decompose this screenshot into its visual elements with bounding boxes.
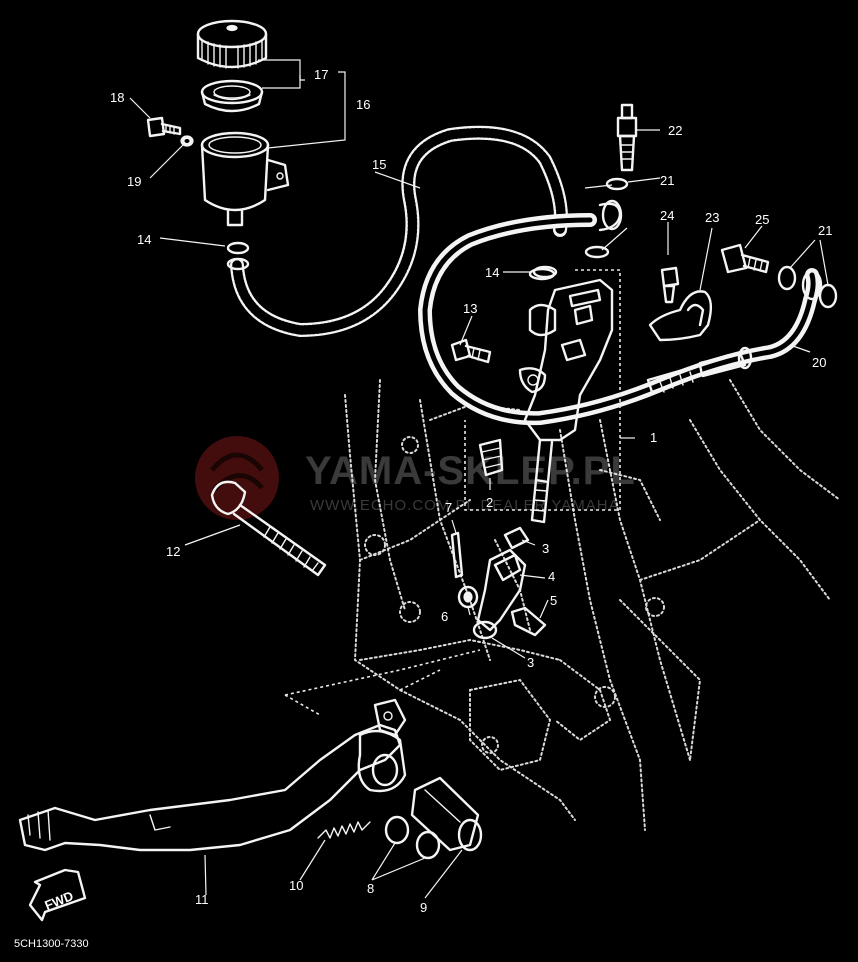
figure-code: 5CH1300-7330 — [14, 938, 89, 950]
callout-9: 9 — [420, 900, 427, 915]
callout-12: 12 — [166, 544, 180, 559]
callout-17: 17 — [314, 67, 328, 82]
reservoir-assembly — [146, 19, 290, 227]
callout-5: 5 — [550, 593, 557, 608]
callout-1: 1 — [650, 430, 657, 445]
callout-6: 6 — [441, 609, 448, 624]
forward-label: FWD — [42, 888, 75, 913]
watermark-title: YAMA-SKLEP.PL — [305, 449, 636, 493]
callout-4: 4 — [548, 569, 555, 584]
brake-pedal — [18, 649, 481, 852]
callout-14-reservoir: 14 — [137, 232, 151, 247]
pedal-hardware — [317, 776, 483, 860]
reservoir-hose — [226, 125, 568, 338]
callout-21-right: 21 — [818, 223, 832, 238]
callout-20: 20 — [812, 355, 826, 370]
callout-11: 11 — [195, 892, 209, 907]
callout-22: 22 — [668, 123, 682, 138]
callout-7: 7 — [445, 500, 452, 515]
callout-13: 13 — [463, 301, 477, 316]
callout-25: 25 — [755, 212, 769, 227]
brake-hose — [417, 103, 838, 426]
callout-8: 8 — [367, 881, 374, 896]
pivot-bolt — [210, 480, 327, 577]
callout-14-cylinder: 14 — [485, 265, 499, 280]
callout-23: 23 — [705, 210, 719, 225]
clevis-assembly — [450, 526, 547, 640]
frame-outline — [344, 379, 841, 831]
callout-2: 2 — [486, 495, 493, 510]
callout-3-lower: 3 — [527, 655, 534, 670]
leader-lines — [129, 59, 829, 899]
callout-24: 24 — [660, 208, 674, 223]
callout-16: 16 — [356, 97, 370, 112]
callout-21-upper: 21 — [660, 173, 674, 188]
callout-15: 15 — [372, 157, 386, 172]
callout-19: 19 — [127, 174, 141, 189]
callout-3-upper: 3 — [542, 541, 549, 556]
forward-arrow: FWD — [28, 868, 87, 922]
watermark: YAMA-SKLEP.PL WWW.ECHO.COM.PL DEALER YAM… — [195, 436, 636, 520]
callout-10: 10 — [289, 878, 303, 893]
callout-numbers: 1 2 3 3 4 5 6 7 8 9 10 11 12 13 14 14 15… — [110, 67, 832, 915]
callout-18: 18 — [110, 90, 124, 105]
